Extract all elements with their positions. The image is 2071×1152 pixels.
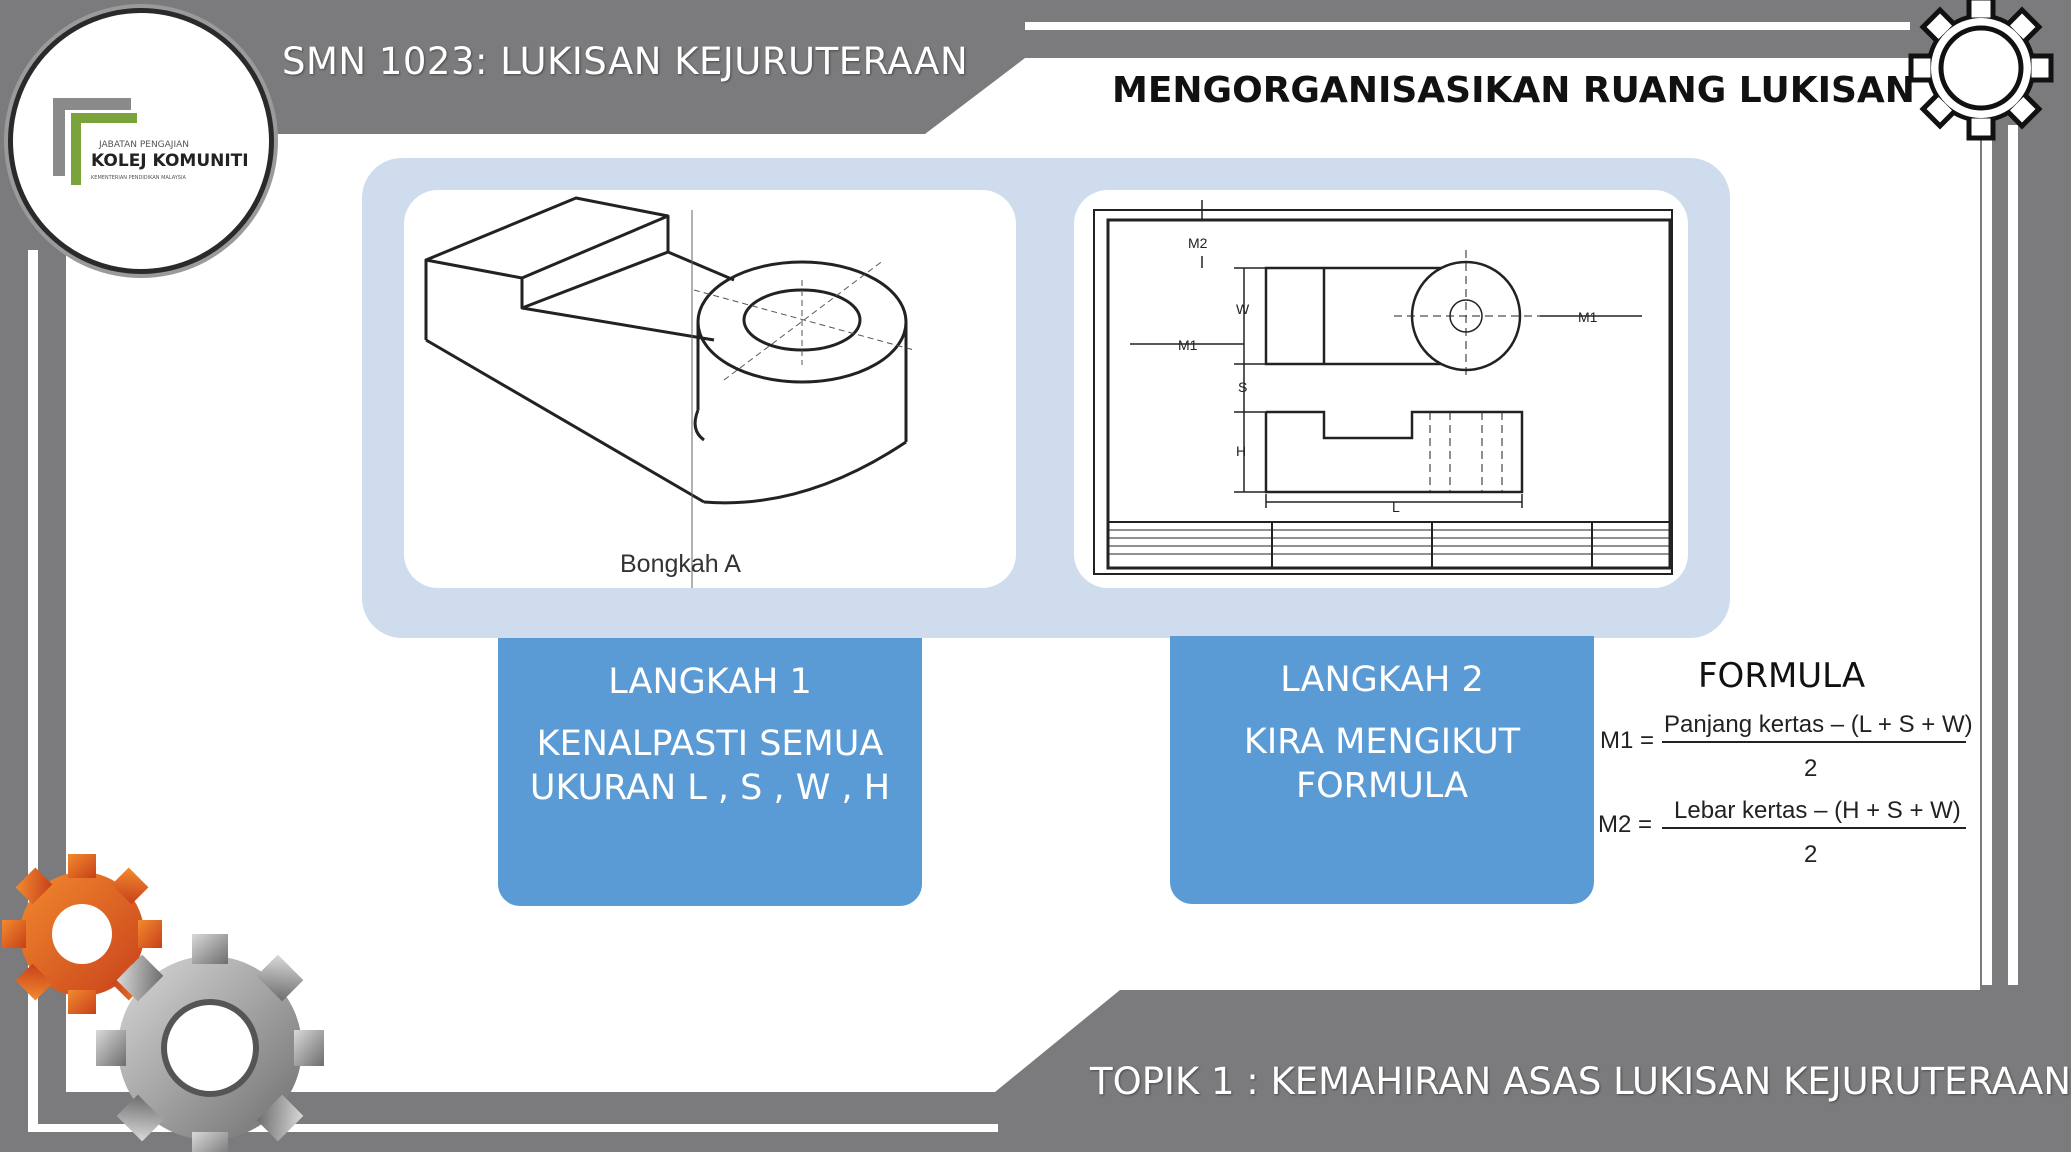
layout-drawing-card: M2 M1 M1 W S H L (1074, 190, 1688, 588)
formula-title: FORMULA (1698, 656, 1866, 696)
logo-top-text: JABATAN PENGAJIAN (98, 140, 189, 150)
logo-sub-text: KEMENTERIAN PENDIDIKAN MALAYSIA (91, 175, 186, 181)
formula-m2-label: M2 = (1598, 811, 1652, 838)
formula-m2-numerator: Lebar kertas – (H + S + W) (1674, 797, 1961, 824)
dim-label-w: W (1236, 301, 1250, 317)
college-logo: JABATAN PENGAJIAN KOLEJ KOMUNITI KEMENTE… (53, 98, 249, 185)
formula-block: M1 = Panjang kertas – (L + S + W) 2 M2 =… (1598, 711, 1973, 868)
step-2-box: LANGKAH 2 KIRA MENGIKUT FORMULA (1170, 636, 1594, 904)
dim-label-h: H (1236, 443, 1246, 459)
step-1-line1: KENALPASTI SEMUA (536, 724, 884, 764)
gear-icon (1908, 0, 2054, 141)
step-1-box: LANGKAH 1 KENALPASTI SEMUA UKURAN L , S … (498, 638, 922, 906)
dim-label-l: L (1392, 499, 1400, 515)
isometric-block-drawing: Bongkah A (424, 196, 915, 588)
course-title: SMN 1023: LUKISAN KEJURUTERAAN (282, 40, 969, 83)
formula-m1-numerator: Panjang kertas – (L + S + W) (1664, 711, 1973, 738)
logo-name: KOLEJ KOMUNITI (91, 151, 249, 171)
dim-label-m1-right: M1 (1578, 309, 1598, 325)
gears-decoration-icon (2, 854, 324, 1152)
step-2-line1: KIRA MENGIKUT (1243, 722, 1521, 762)
step-1-line2: UKURAN L , S , W , H (529, 768, 891, 808)
step-1-title: LANGKAH 1 (608, 662, 812, 702)
isometric-drawing-card: Bongkah A (404, 190, 1016, 588)
formula-m2-denominator: 2 (1804, 841, 1817, 868)
step-2-title: LANGKAH 2 (1280, 660, 1484, 700)
formula-m1-label: M1 = (1600, 727, 1654, 754)
logo-badge: JABATAN PENGAJIAN KOLEJ KOMUNITI KEMENTE… (8, 8, 274, 274)
step-2-line2: FORMULA (1295, 766, 1469, 806)
topic-title: TOPIK 1 : KEMAHIRAN ASAS LUKISAN KEJURUT… (1090, 1060, 2071, 1103)
slide-title: MENGORGANISASIKAN RUANG LUKISAN (1112, 70, 1915, 111)
dim-label-m1-left: M1 (1178, 337, 1198, 353)
dim-label-s: S (1238, 379, 1247, 395)
formula-m1-denominator: 2 (1804, 755, 1817, 782)
dim-label-m2: M2 (1188, 235, 1208, 251)
figure-caption: Bongkah A (620, 550, 741, 578)
drawing-sheet-layout: M2 M1 M1 W S H L (1093, 200, 1673, 575)
gray-gear-icon (96, 934, 324, 1152)
